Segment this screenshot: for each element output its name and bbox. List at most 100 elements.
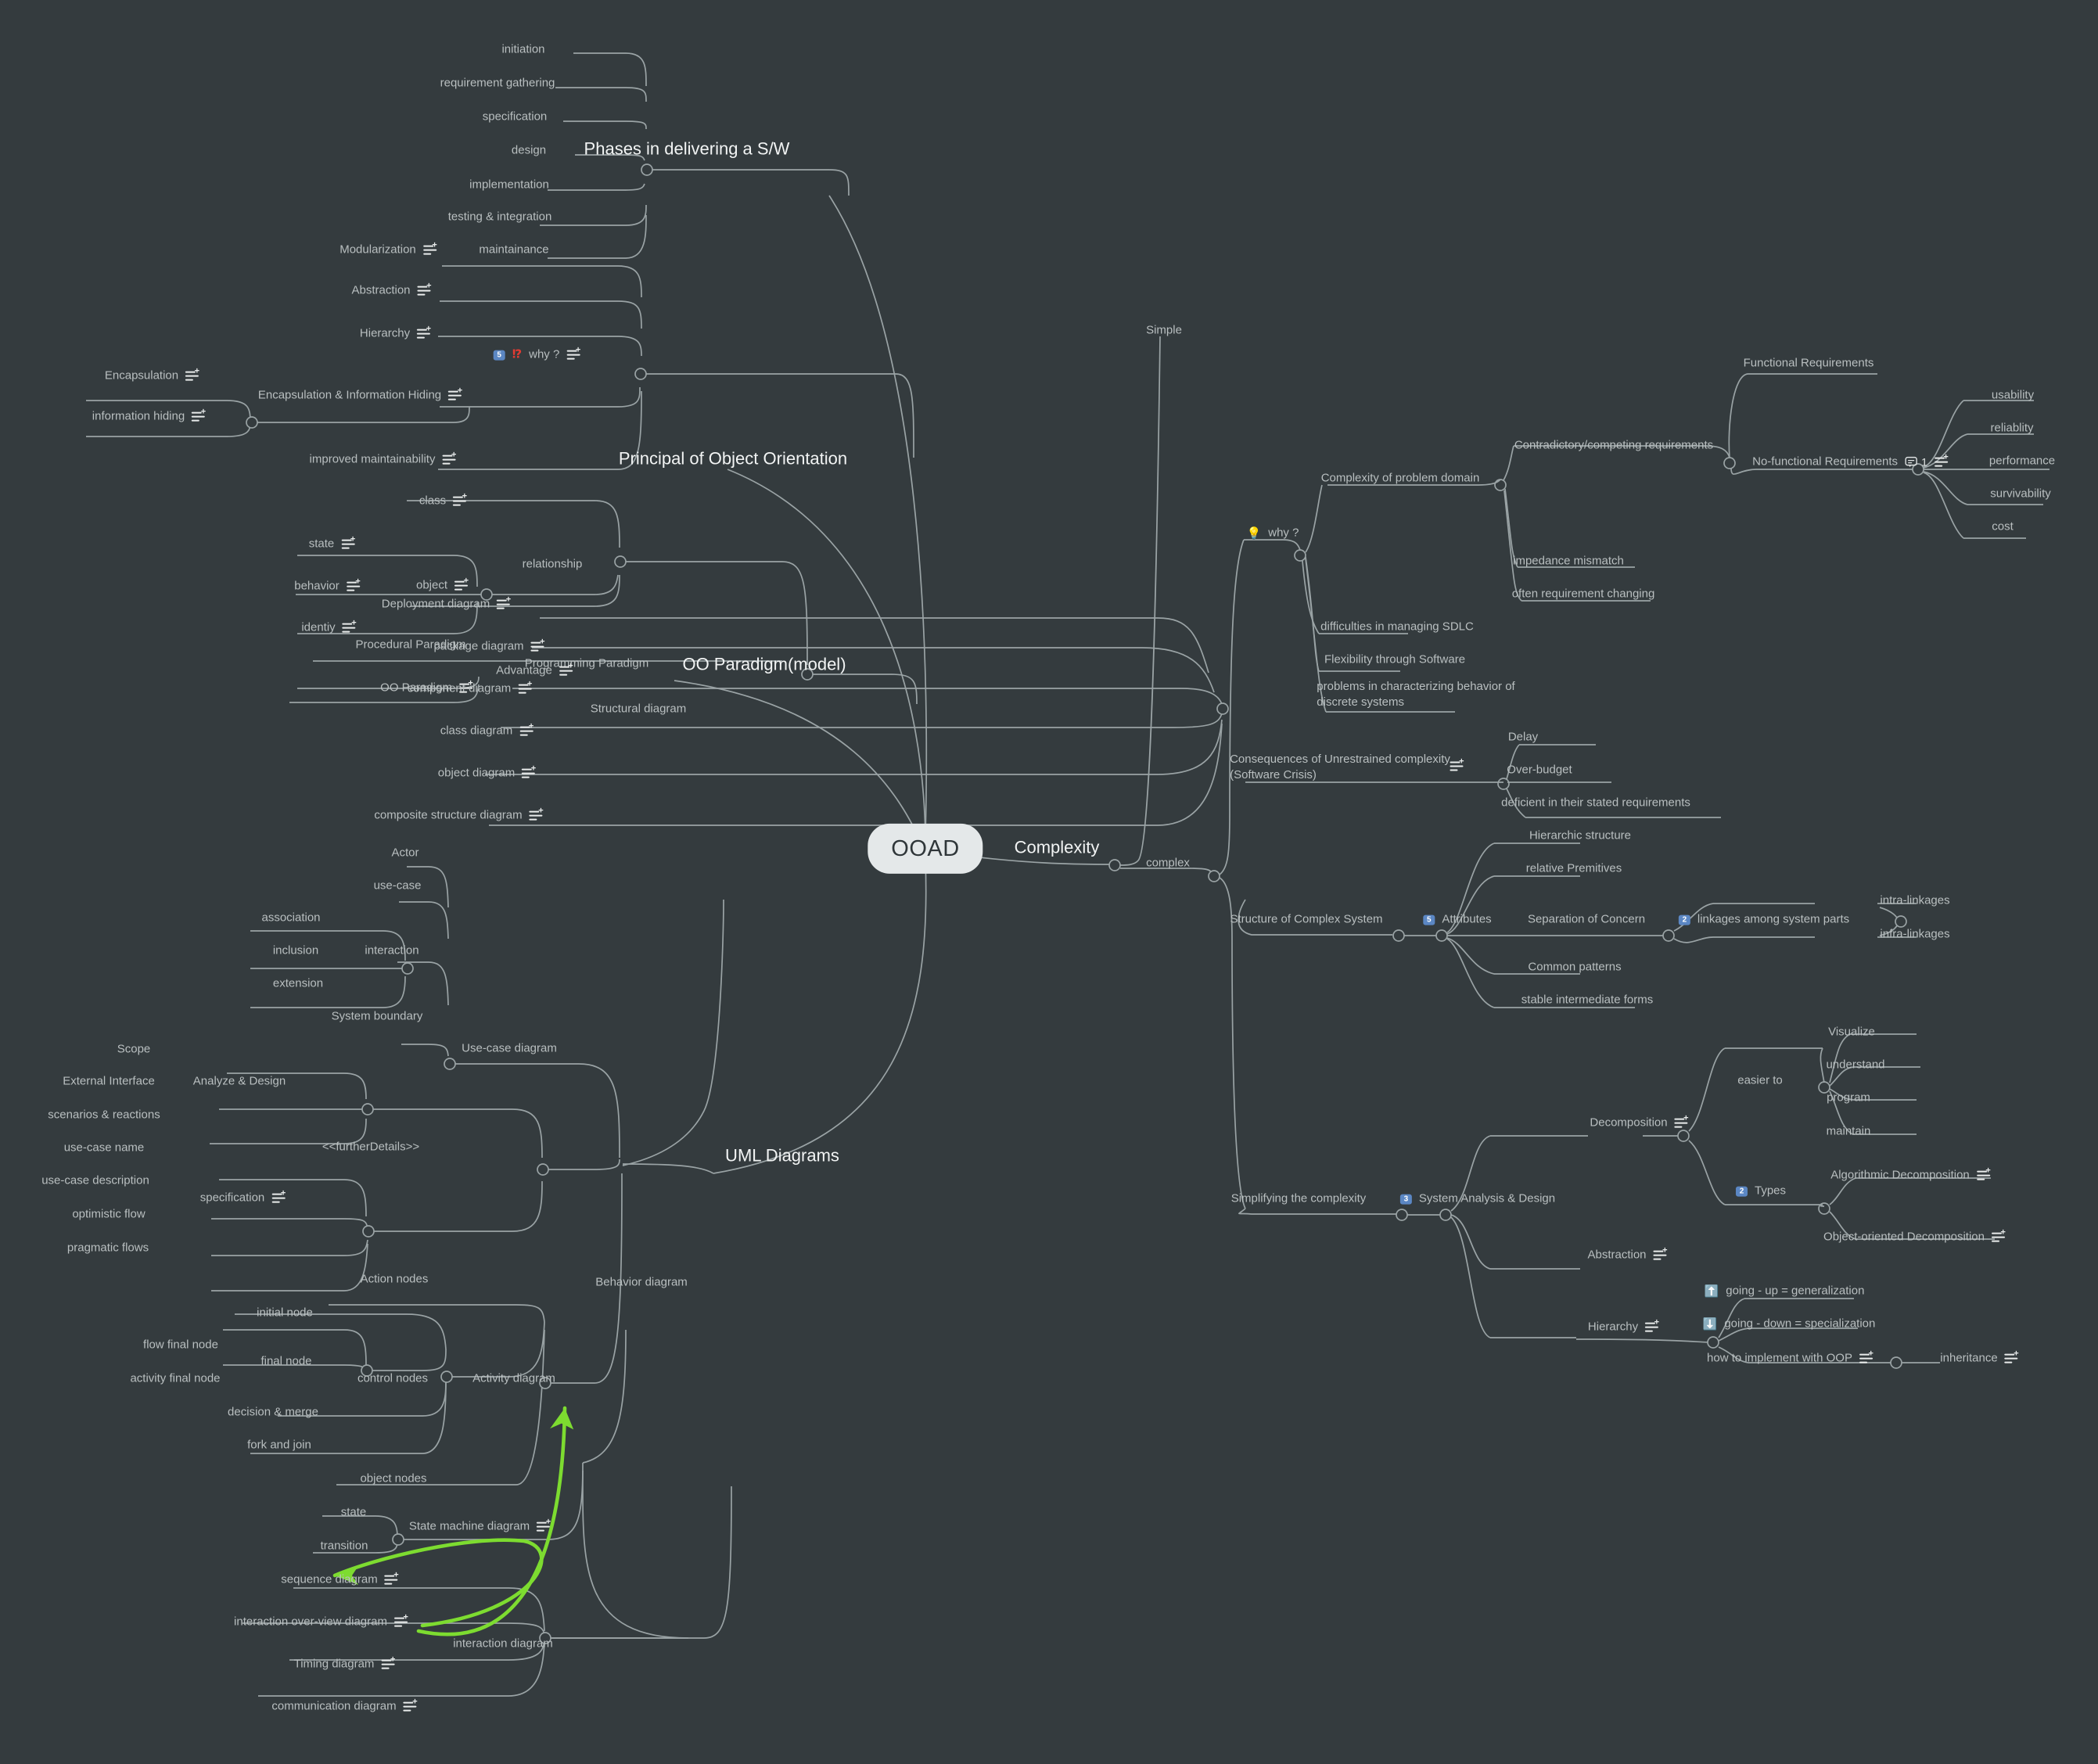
note-icon[interactable]: + [1653,1246,1668,1262]
node-why-left[interactable]: 5⁉why ?+ [493,346,580,363]
node-encapsulation[interactable]: Encapsulation+ [104,366,200,383]
node-identiy[interactable]: identiy+ [301,618,357,634]
note-icon[interactable]: + [2004,1349,2019,1365]
node-action-nodes[interactable]: Action nodes [360,1272,429,1286]
note-icon[interactable]: + [381,1655,395,1671]
node-implementation[interactable]: implementation [469,178,549,192]
branch-complexity[interactable]: Complexity [1015,836,1100,858]
node-improved-maintainability[interactable]: improved maintainability+ [309,450,457,466]
node-delay[interactable]: Delay [1507,730,1539,744]
node-actor[interactable]: Actor [391,846,419,860]
node-state-sm[interactable]: state [340,1505,367,1519]
branch-principal-oo[interactable]: Principal of Object Orientation [619,447,847,469]
node-functional-requirements[interactable]: Functional Requirements [1743,356,1874,370]
node-algorithmic-decomposition[interactable]: Algorithmic Decomposition+ [1830,1166,1991,1182]
node-use-case-diagram[interactable]: Use-case diagram [462,1041,557,1055]
note-icon[interactable]: + [1991,1228,2006,1244]
node-simplifying-complexity[interactable]: Simplifying the complexity [1230,1191,1367,1205]
node-complex[interactable]: complex [1146,856,1190,870]
node-requirement-gathering[interactable]: requirement gathering [440,76,555,90]
node-state-machine-diagram[interactable]: State machine diagram+ [408,1517,551,1533]
node-use-case[interactable]: use-case [373,878,422,893]
node-hierarchy-poo[interactable]: Hierarchy+ [359,324,432,340]
node-specification-phase[interactable]: specification [482,110,548,124]
note-icon[interactable]: + [1934,453,1949,469]
node-inclusion[interactable]: inclusion [272,943,319,957]
note-icon[interactable]: + [442,451,456,466]
node-oo-paradigm-child[interactable]: OO Paradigm+ [380,678,473,695]
node-hierarchy-sad[interactable]: Hierarchy+ [1587,1317,1660,1334]
node-intra-linkages[interactable]: intra-linkages [1880,893,1950,907]
node-testing-integration[interactable]: testing & integration [447,210,552,224]
note-icon[interactable]: + [1859,1349,1873,1365]
node-initial-node[interactable]: initial node [257,1306,313,1320]
node-final-node[interactable]: final node [260,1354,312,1368]
node-over-budget[interactable]: Over-budget [1507,763,1572,777]
node-maintainance[interactable]: maintainance [479,243,549,257]
node-class-diagram[interactable]: class diagram+ [440,721,534,738]
note-icon[interactable]: + [530,638,545,653]
node-transition[interactable]: transition [320,1539,368,1553]
node-structure-complex-system[interactable]: Structure of Complex System [1230,912,1383,926]
node-object-nodes[interactable]: object nodes [360,1471,427,1486]
node-composite-structure-diagram[interactable]: composite structure diagram+ [374,806,544,822]
node-survivability[interactable]: survivability [1990,487,2051,501]
note-icon[interactable]: + [271,1189,286,1205]
note-icon[interactable]: + [417,282,432,297]
node-encapsulation-info-hiding[interactable]: Encapsulation & Information Hiding+ [257,386,463,402]
node-use-case-description[interactable]: use-case description [41,1173,149,1187]
node-abstraction-poo[interactable]: Abstraction+ [351,281,432,297]
node-object[interactable]: object+ [415,576,469,592]
note-icon[interactable]: + [453,492,467,508]
node-fork-and-join[interactable]: fork and join [247,1438,311,1452]
note-icon[interactable]: + [537,1518,551,1533]
note-icon[interactable]: + [522,764,536,780]
node-consequences-noteicon[interactable]: + [1450,757,1464,773]
node-object-diagram[interactable]: object diagram+ [437,763,537,780]
note-icon[interactable]: + [192,408,206,423]
node-timing-diagram[interactable]: Timing diagram+ [293,1654,396,1671]
node-procedural-paradigm[interactable]: Procedural Paradigm [355,638,466,652]
node-deficient-requirements[interactable]: deficient in their stated requirements [1501,796,1690,810]
node-interaction-diagram[interactable]: interaction diagram [453,1636,553,1651]
node-external-interface[interactable]: External Interface [63,1074,155,1088]
note-icon[interactable]: + [384,1571,399,1586]
node-understand[interactable]: understand [1826,1058,1885,1072]
node-behavior-diagram[interactable]: Behavior diagram [595,1275,688,1289]
node-inheritance[interactable]: inheritance+ [1940,1349,2019,1365]
node-cost[interactable]: cost [1992,519,2014,534]
node-simple[interactable]: Simple [1146,323,1182,337]
note-icon[interactable]: + [1645,1318,1659,1334]
node-design[interactable]: design [511,143,547,157]
note-icon[interactable]: + [519,722,533,738]
note-icon[interactable]: + [1450,757,1464,773]
node-optimistic-flow[interactable]: optimistic flow [72,1207,145,1221]
note-icon[interactable]: + [518,680,532,695]
node-flexibility-software[interactable]: Flexibility through Software [1324,652,1466,666]
node-relationship[interactable]: relationship [522,557,583,571]
node-why-right[interactable]: 💡why ? [1246,526,1299,541]
node-performance[interactable]: performance [1988,454,2056,468]
note-icon[interactable]: + [448,386,462,402]
node-contradictory-requirements[interactable]: Contradictory/competing requirements [1514,438,1714,452]
node-deployment-diagram[interactable]: Deployment diagram+ [381,595,512,611]
node-maintain[interactable]: maintain [1826,1124,1871,1138]
node-pragmatic-flows[interactable]: pragmatic flows [66,1241,149,1255]
branch-oo-paradigm[interactable]: OO Paradigm(model) [682,653,846,675]
node-package-diagram[interactable]: package diagram+ [433,637,545,653]
node-infra-linkages[interactable]: infra-linkages [1880,927,1950,941]
note-icon[interactable]: + [454,577,469,592]
node-reliablity[interactable]: reliablity [1990,421,2034,435]
node-decomposition[interactable]: Decomposition+ [1590,1113,1689,1130]
node-impedance-mismatch[interactable]: impedance mismatch [1513,554,1624,568]
node-sequence-diagram[interactable]: sequence diagram+ [281,1570,399,1586]
node-hierarchic-structure[interactable]: Hierarchic structure [1529,828,1632,842]
node-scope[interactable]: Scope [117,1042,151,1056]
node-easier-to[interactable]: easier to [1737,1073,1783,1087]
node-structural-diagram[interactable]: Structural diagram [590,702,687,716]
